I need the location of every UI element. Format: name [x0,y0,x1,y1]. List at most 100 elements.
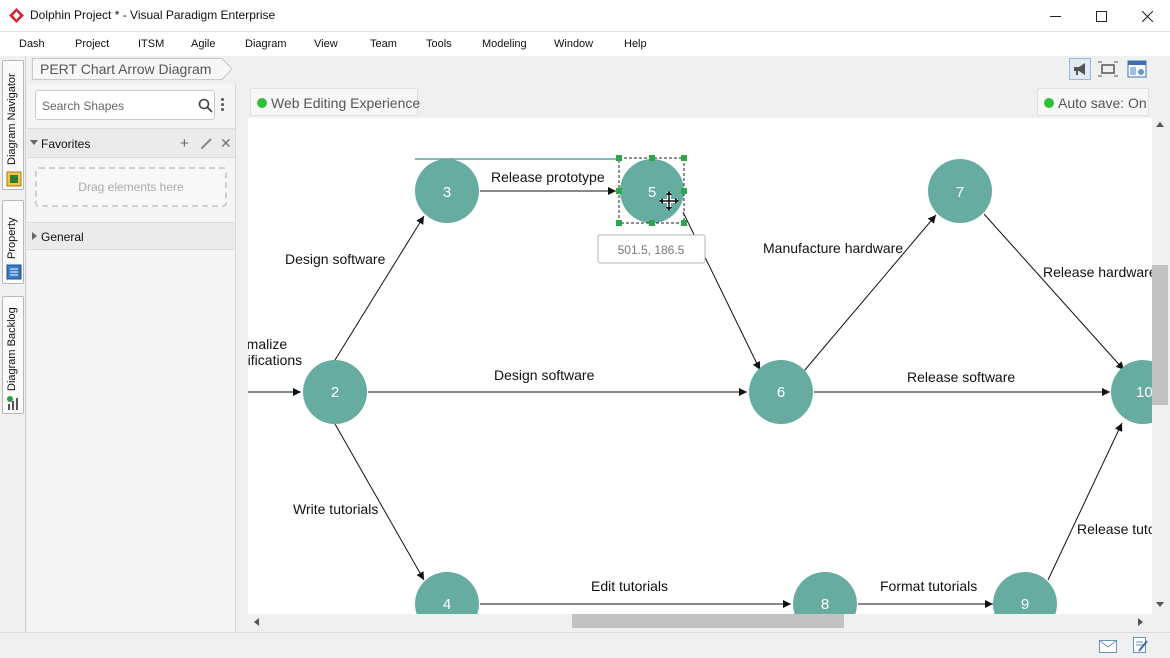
menu-help[interactable]: Help [624,38,647,50]
edge-label-write-tutorials[interactable]: Write tutorials [293,501,378,517]
resize-handle[interactable] [616,220,622,226]
horizontal-scroll-arrows [254,618,1143,626]
search-icon[interactable] [198,98,213,113]
tab-diagram-backlog-label: Diagram Backlog [6,307,18,391]
horizontal-scroll-thumb[interactable] [572,614,844,628]
edge-design-software-up[interactable] [334,215,425,361]
edge-label-design-software-up[interactable]: Design software [285,251,386,267]
general-header[interactable]: General [27,222,235,250]
breadcrumb-text: PERT Chart Arrow Diagram [40,61,212,77]
menu-tools[interactable]: Tools [426,38,452,50]
edge-manufacture-hardware[interactable] [803,214,937,372]
minimize-icon [1049,15,1061,17]
diagram-backlog-icon [7,396,18,410]
general-label: General [41,230,84,244]
menu-dash[interactable]: Dash [19,38,45,50]
edge-label-release-tutorials[interactable]: Release tuto [1077,521,1152,537]
toolbar-button-announce[interactable] [1069,58,1091,80]
node-5[interactable]: 5 [620,159,684,223]
tab-property[interactable]: Property [2,200,24,284]
node-8-label: 8 [821,596,829,613]
autosave-label: Auto save: On [1058,95,1147,111]
search-input[interactable] [42,97,192,115]
tab-diagram-navigator-label: Diagram Navigator [6,73,18,165]
favorites-header[interactable]: Favorites + ✕ [27,128,235,158]
resize-handle[interactable] [681,220,687,226]
menu-window[interactable]: Window [554,38,594,50]
edge-write-tutorials[interactable] [334,423,425,581]
resize-handle[interactable] [649,220,655,226]
tab-diagram-backlog[interactable]: Diagram Backlog [2,296,24,414]
fit-diagram-icon [1098,61,1118,77]
property-icon [6,264,22,280]
node-8[interactable]: 8 [793,572,857,614]
edge-label-release-software[interactable]: Release software [907,369,1015,385]
node-7[interactable]: 7 [928,159,992,223]
mail-icon[interactable] [1099,640,1117,653]
minimize-button[interactable] [1032,0,1078,32]
edge-label-release-hardware[interactable]: Release hardware [1043,264,1152,280]
node-5-label: 5 [648,184,656,201]
delete-icon[interactable]: ✕ [220,135,232,151]
resize-handle[interactable] [616,188,622,194]
menu-modeling[interactable]: Modeling [482,38,527,50]
edge-label-manufacture-hardware[interactable]: Manufacture hardware [763,240,903,256]
node-2-label: 2 [331,384,339,401]
document-edit-icon[interactable] [1133,637,1148,654]
more-options-icon[interactable] [221,98,225,114]
maximize-button[interactable] [1078,0,1124,32]
selection-box[interactable] [616,155,687,226]
node-6[interactable]: 6 [749,360,813,424]
menu-view[interactable]: View [314,38,338,50]
resize-handle[interactable] [681,155,687,161]
node-3[interactable]: 3 [415,159,479,223]
node-2[interactable]: 2 [303,360,367,424]
resize-handle[interactable] [649,155,655,161]
web-editing-label: Web Editing Experience [271,95,421,111]
web-editing-badge[interactable]: Web Editing Experience [250,88,421,116]
resize-handle[interactable] [681,188,687,194]
autosave-status-icon [1044,98,1054,108]
side-tab-strip: Diagram Navigator Property Diagram Backl… [0,56,26,632]
drop-hint: Drag elements here [78,180,184,194]
diagram-canvas[interactable]: Design software Release prototype Design… [248,118,1152,614]
close-button[interactable] [1124,0,1170,32]
close-icon [1141,10,1153,22]
diagram-navigator-icon [6,171,22,187]
edge-label-design-software-mid[interactable]: Design software [494,367,595,383]
toolbar-button-fit[interactable] [1097,58,1119,80]
node-9-label: 9 [1021,596,1029,613]
node-10-label: 10 [1136,384,1152,401]
favorites-drop-zone[interactable]: Drag elements here [35,167,227,207]
edge-label-formalize-specs-1[interactable]: rmalize [248,336,287,352]
menu-itsm[interactable]: ITSM [138,38,165,50]
node-10[interactable]: 10 [1111,360,1152,424]
node-9[interactable]: 9 [993,572,1057,614]
edge-label-release-prototype[interactable]: Release prototype [491,169,605,185]
edge-label-edit-tutorials[interactable]: Edit tutorials [591,578,668,594]
pert-diagram[interactable]: Design software Release prototype Design… [248,118,1152,614]
tab-property-label: Property [6,217,18,259]
add-icon[interactable]: + [180,135,189,152]
edge-label-formalize-specs-2[interactable]: 'cifications [248,352,302,368]
node-4[interactable]: 4 [415,572,479,614]
layout-panel-icon [1127,60,1147,78]
vertical-scroll-arrows [1156,122,1164,607]
edit-icon[interactable] [200,137,213,150]
vertical-scroll-thumb[interactable] [1152,265,1168,405]
menu-agile[interactable]: Agile [191,38,216,50]
coordinate-readout: 501.5, 186.5 [618,243,685,257]
shape-panel: Favorites + ✕ Drag elements here General [27,84,236,632]
edge-label-format-tutorials[interactable]: Format tutorials [880,578,977,594]
edge-release-tutorials[interactable] [1047,422,1123,581]
autosave-badge[interactable]: Auto save: On [1037,88,1149,116]
node-3-label: 3 [443,184,451,201]
tab-diagram-navigator[interactable]: Diagram Navigator [2,60,24,190]
menu-project[interactable]: Project [75,38,110,50]
toolbar-button-layout[interactable] [1126,58,1148,80]
node-6-label: 6 [777,384,785,401]
menu-team[interactable]: Team [370,38,397,50]
edge-release-hardware[interactable] [983,213,1125,371]
resize-handle[interactable] [616,155,622,161]
menu-diagram[interactable]: Diagram [245,38,287,50]
